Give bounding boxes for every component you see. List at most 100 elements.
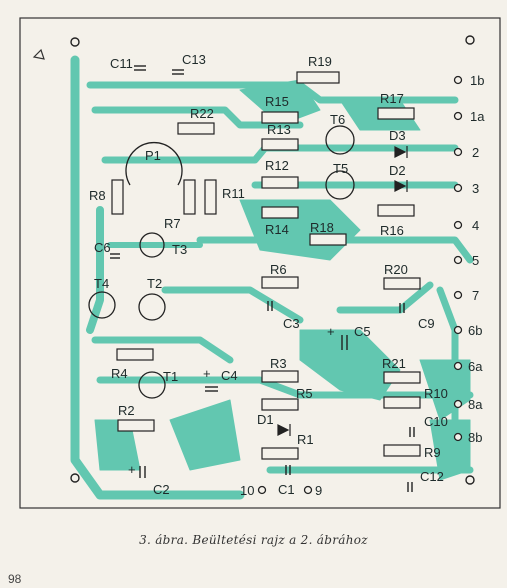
label-c13: C13: [182, 52, 206, 67]
r3-body: [261, 370, 299, 383]
label-r18: R18: [310, 220, 334, 235]
t6-body: [325, 125, 355, 155]
mounting-holes: [70, 35, 475, 485]
d2-symbol: [394, 180, 407, 192]
label-r5: R5: [296, 386, 313, 401]
diode-symbols: [277, 146, 408, 436]
terminal-3: 3: [472, 181, 479, 196]
label-r7: R7: [164, 216, 181, 231]
r1-body: [261, 447, 299, 460]
label-d2: D2: [389, 163, 406, 178]
r4-body: [116, 348, 154, 361]
terminal-6b: 6b: [468, 323, 482, 338]
label-r19: R19: [308, 54, 332, 69]
r2-body: [117, 419, 155, 432]
resistor-bodies: [111, 71, 421, 460]
label-r8: R8: [89, 188, 106, 203]
label-t2: T2: [147, 276, 162, 291]
label-c5: C5: [354, 324, 371, 339]
terminal-pads: [257, 75, 463, 495]
t5-body: [325, 170, 355, 200]
label-c4-plus: +: [203, 366, 211, 381]
r22-body: [177, 122, 215, 135]
label-r15: R15: [265, 94, 289, 109]
label-r1: R1: [297, 432, 314, 447]
label-r4: R4: [111, 366, 128, 381]
r20-body: [383, 277, 421, 290]
label-r13: R13: [267, 122, 291, 137]
r17-body: [377, 107, 415, 120]
label-c3: C3: [283, 316, 300, 331]
label-c2-plus: +: [128, 462, 136, 477]
r21-body: [383, 371, 421, 384]
terminal-2: 2: [472, 145, 479, 160]
label-d1: D1: [257, 412, 274, 427]
terminal-10: 10: [240, 483, 254, 498]
orientation-mark: [32, 48, 45, 60]
r19-body: [296, 71, 340, 84]
label-r9: R9: [424, 445, 441, 460]
r5-body: [261, 398, 299, 411]
component-labels: C11 C13 R19 R22 R15 R17 R13 T6 D3 P1 R12…: [89, 52, 448, 497]
r6-body: [261, 276, 299, 289]
label-r20: R20: [384, 262, 408, 277]
r12-body: [261, 176, 299, 189]
label-t4: T4: [94, 276, 109, 291]
terminal-labels: 1b 1a 2 3 4 5 7 6b 6a 8a 8b 10 9: [240, 73, 485, 498]
terminal-5: 5: [472, 253, 479, 268]
r14-body: [261, 206, 299, 219]
t4-body: [88, 291, 116, 319]
label-c11: C11: [110, 56, 133, 71]
label-c10: C10: [424, 414, 448, 429]
r8-body: [111, 179, 124, 215]
label-c6: C6: [94, 240, 111, 255]
page-number: 98: [8, 572, 22, 586]
terminal-1a: 1a: [470, 109, 485, 124]
label-r2: R2: [118, 403, 135, 418]
label-r12: R12: [265, 158, 289, 173]
r7-body: [183, 179, 196, 215]
label-t1: T1: [163, 369, 178, 384]
label-c2: C2: [153, 482, 170, 497]
r10-body: [383, 396, 421, 409]
label-r10: R10: [424, 386, 448, 401]
terminal-4: 4: [472, 218, 479, 233]
label-d3: D3: [389, 128, 406, 143]
transistor-bodies: [88, 125, 355, 399]
label-r6: R6: [270, 262, 287, 277]
label-c9: C9: [418, 316, 435, 331]
figure-caption: 3. ábra. Beültetési rajz a 2. ábrához: [139, 533, 368, 547]
label-r11: R11: [222, 186, 245, 201]
t2-body: [138, 293, 166, 321]
terminal-6a: 6a: [468, 359, 483, 374]
label-r17: R17: [380, 91, 404, 106]
label-r3: R3: [270, 356, 287, 371]
label-c1: C1: [278, 482, 295, 497]
terminal-9: 9: [315, 483, 322, 498]
terminal-8a: 8a: [468, 397, 483, 412]
t3-body: [139, 232, 165, 258]
r16-body: [377, 204, 415, 217]
d1-symbol: [277, 424, 290, 436]
board-outline: [19, 17, 501, 509]
r15-body: [261, 111, 299, 124]
label-r21: R21: [382, 356, 406, 371]
terminal-1b: 1b: [470, 73, 484, 88]
label-t6: T6: [330, 112, 345, 127]
label-c5-plus: +: [327, 324, 335, 339]
r13-body: [261, 138, 299, 151]
label-t3: T3: [172, 242, 187, 257]
label-r14: R14: [265, 222, 289, 237]
r11-body: [204, 179, 217, 215]
label-r16: R16: [380, 223, 404, 238]
terminal-7: 7: [472, 288, 479, 303]
r18-body: [309, 233, 347, 246]
label-r22: R22: [190, 106, 214, 121]
t1-body: [138, 371, 166, 399]
label-p1: P1: [145, 148, 161, 163]
terminal-8b: 8b: [468, 430, 482, 445]
label-c4: C4: [221, 368, 238, 383]
label-c12: C12: [420, 469, 444, 484]
capacitor-symbols: [110, 65, 415, 492]
